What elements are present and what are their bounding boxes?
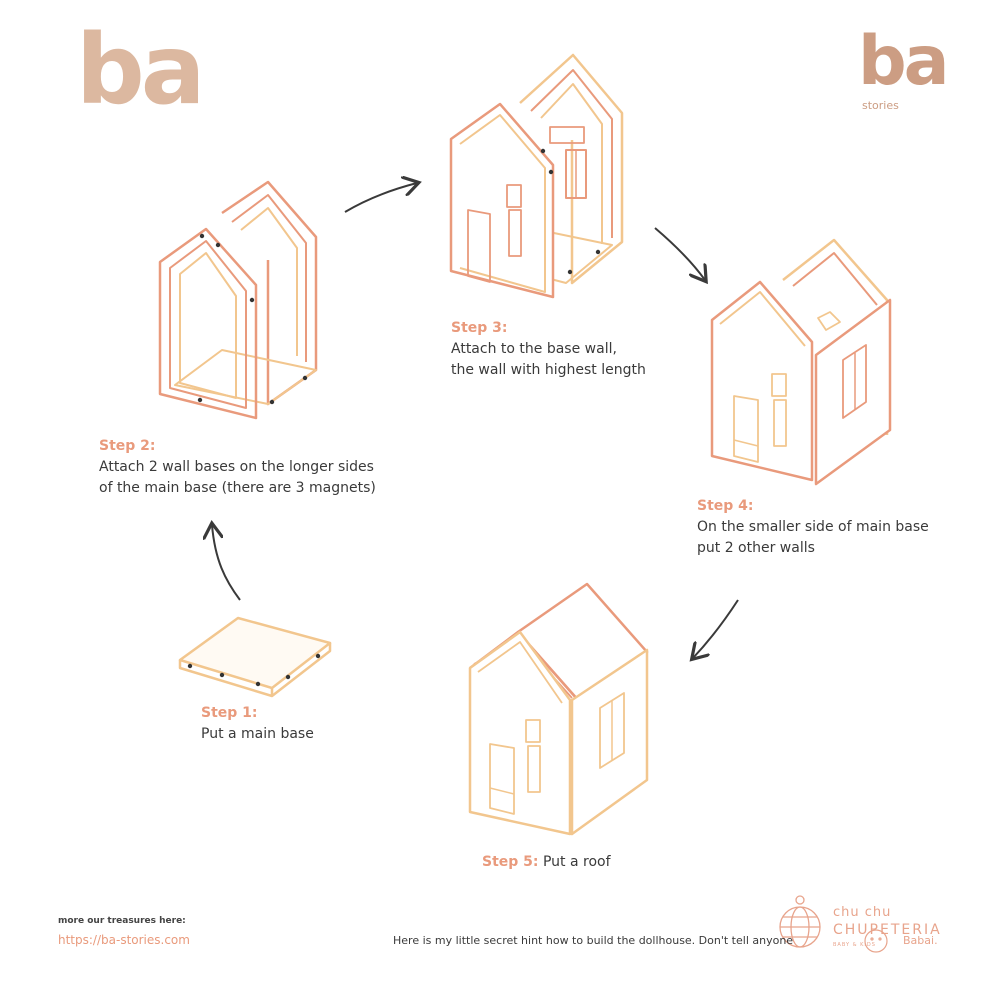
step-2-text-line2: of the main base (there are 3 magnets) bbox=[99, 480, 376, 496]
babai-brand: Babai. bbox=[903, 934, 938, 947]
babai-face-icon bbox=[864, 929, 888, 953]
step-3-text-line1: Attach to the base wall, bbox=[451, 341, 617, 357]
step-1-text: Put a main base bbox=[201, 726, 314, 742]
step1-base-drawing bbox=[178, 616, 332, 698]
step-1-label: Step 1: bbox=[201, 705, 258, 721]
treasures-label: more our treasures here: bbox=[58, 916, 186, 926]
step-5-text: Put a roof bbox=[542, 854, 611, 870]
ba-logo-stories-text: stories bbox=[862, 99, 899, 112]
step2-walls-drawing bbox=[158, 180, 318, 420]
step-2-text-line1: Attach 2 wall bases on the longer sides bbox=[99, 459, 374, 475]
secret-hint-text: Here is my little secret hint how to bui… bbox=[393, 934, 794, 947]
step-3: Step 3: Attach to the base wall, the wal… bbox=[451, 318, 646, 381]
step-3-text-line2: the wall with highest length bbox=[451, 362, 646, 378]
ba-logo-right: ba bbox=[858, 22, 950, 101]
step-5-label: Step 5: bbox=[482, 854, 539, 870]
step-3-label: Step 3: bbox=[451, 320, 508, 336]
step5-house-drawing bbox=[468, 582, 649, 836]
arrow-step1-to-step2 bbox=[212, 525, 241, 601]
step-2: Step 2: Attach 2 wall bases on the longe… bbox=[99, 436, 376, 499]
website-link[interactable]: https://ba-stories.com bbox=[58, 933, 190, 947]
step-4-text-line1: On the smaller side of main base bbox=[697, 519, 929, 535]
chupeteria-brand-name: CHUPETERIA bbox=[833, 922, 942, 938]
step-1: Step 1: Put a main base bbox=[201, 703, 314, 745]
step-2-label: Step 2: bbox=[99, 438, 156, 454]
arrow-step2-to-step3 bbox=[344, 183, 417, 213]
step-4: Step 4: On the smaller side of main base… bbox=[697, 496, 929, 559]
arrow-step4-to-step5 bbox=[693, 599, 739, 658]
step4-walls-drawing bbox=[710, 238, 892, 486]
chupeteria-brand-tagline: BABY & KIDS bbox=[833, 942, 876, 948]
chupeteria-brand-top: chu chu bbox=[833, 905, 892, 920]
chupeteria-globe-icon bbox=[779, 895, 821, 948]
arrow-step3-to-step4 bbox=[654, 227, 705, 280]
ba-logo-left: ba bbox=[76, 14, 205, 126]
step-4-label: Step 4: bbox=[697, 498, 754, 514]
step3-walls-drawing bbox=[449, 53, 624, 299]
step-5: Step 5: Put a roof bbox=[482, 852, 611, 873]
step-4-text-line2: put 2 other walls bbox=[697, 540, 815, 556]
